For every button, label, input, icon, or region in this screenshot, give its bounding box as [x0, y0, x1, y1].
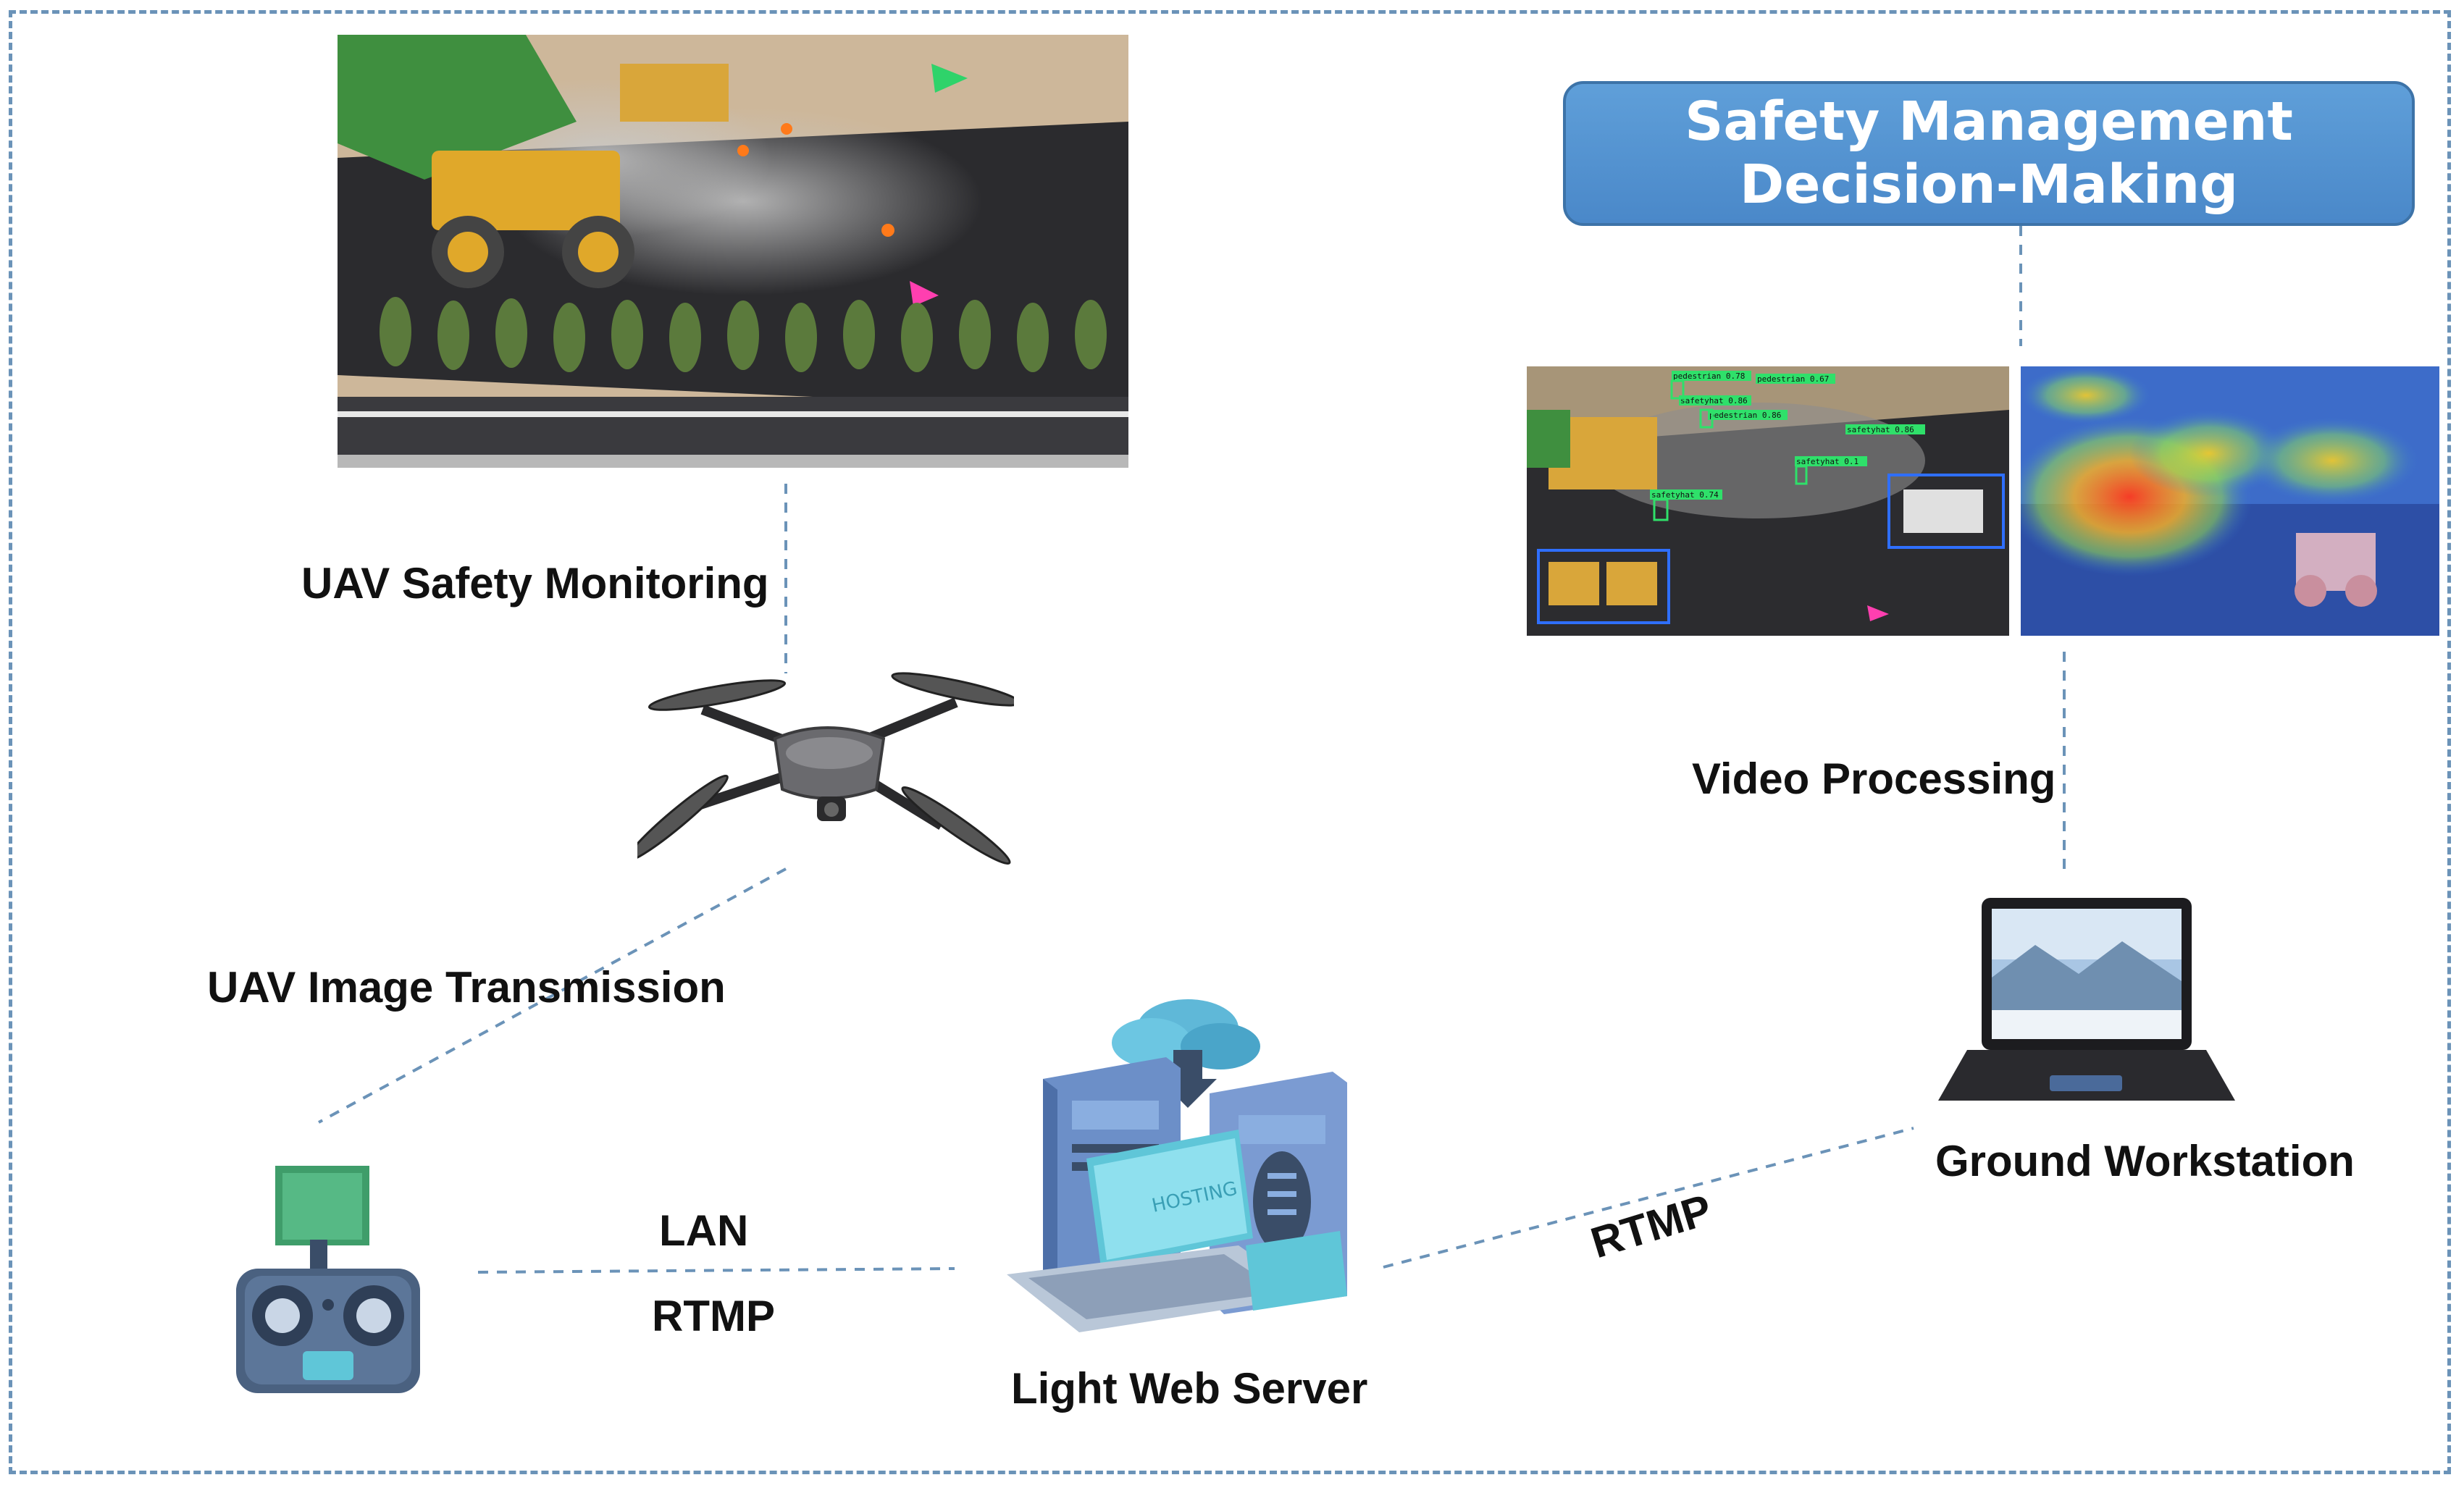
drone-icon: [626, 644, 1021, 876]
laptop-icon: [1912, 825, 2253, 1108]
server-rack-icon: HOSTING: [1000, 985, 1391, 1332]
connector-controller-server: [477, 1267, 955, 1274]
decision-title-line2: Decision-Making: [1739, 154, 2239, 216]
safety-management-decision-box: Safety Management Decision-Making: [1563, 81, 2415, 226]
decision-title-line1: Safety Management: [1685, 90, 2293, 153]
label-rtmp-left: RTMP: [652, 1292, 775, 1340]
connector-server-workstation: [1383, 1127, 1914, 1269]
label-light-web-server: Light Web Server: [1011, 1364, 1368, 1413]
detection-label: pedestrian 0.86: [1709, 411, 1781, 420]
detection-label: safetyhat 0.1: [1796, 457, 1859, 466]
aerial-construction-photo: [338, 35, 1128, 468]
detection-label: safetyhat 0.74: [1651, 490, 1719, 500]
heatmap-image: [2021, 366, 2439, 636]
connector-drone-controller: [318, 867, 787, 1124]
detection-result-image: pedestrian 0.78 pedestrian 0.67 safetyha…: [1527, 366, 2009, 636]
detection-label: safetyhat 0.86: [1680, 396, 1748, 405]
label-lan: LAN: [659, 1206, 749, 1255]
label-video-processing: Video Processing: [1692, 754, 2056, 803]
detection-label: pedestrian 0.78: [1673, 371, 1745, 381]
detection-label: safetyhat 0.86: [1847, 425, 1914, 434]
diagram-frame: [9, 10, 2451, 1474]
label-uav-safety-monitoring: UAV Safety Monitoring: [301, 559, 769, 608]
label-uav-image-transmission: UAV Image Transmission: [207, 963, 726, 1012]
label-ground-workstation: Ground Workstation: [1935, 1137, 2355, 1185]
remote-controller-icon: [230, 1160, 426, 1399]
detection-label: pedestrian 0.67: [1757, 374, 1829, 384]
